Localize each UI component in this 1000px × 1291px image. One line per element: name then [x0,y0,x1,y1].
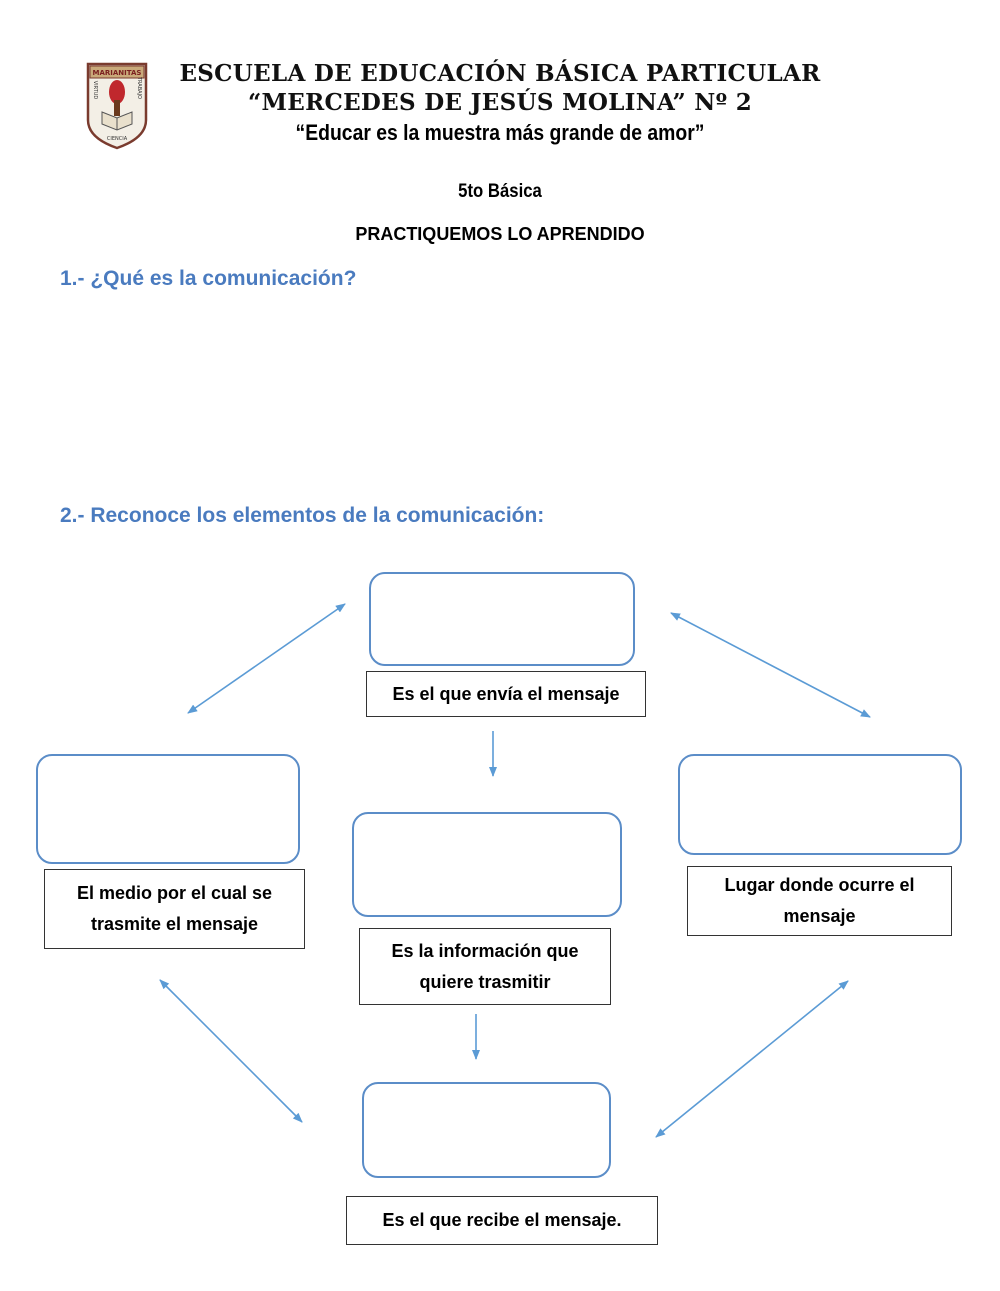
answer-box-mensaje[interactable] [352,812,622,917]
answer-box-contexto[interactable] [678,754,962,855]
logo-left-text: VIRTUD [92,81,98,100]
school-name-line2: “MERCEDES DE JESÚS MOLINA” Nº 2 [247,89,753,116]
label-emisor: Es el que envía el mensaje [366,671,646,717]
label-contexto: Lugar donde ocurre el mensaje [687,866,952,936]
answer-box-receptor[interactable] [362,1082,611,1178]
logo-right-text: TRABAJO [136,76,142,99]
worksheet-title: PRACTIQUEMOS LO APRENDIDO [355,224,645,244]
question-1: 1.- ¿Qué es la comunicación? [60,267,357,290]
arrow-canal-receptor [159,979,303,1123]
label-canal: El medio por el cual se trasmite el mens… [44,869,305,949]
grade-label: 5to Básica [458,181,542,202]
arrow-emisor-contexto [670,612,871,718]
label-mensaje: Es la información que quiere trasmitir [359,928,611,1005]
arrow-contexto-receptor [655,980,849,1138]
question-2: 2.- Reconoce los elementos de la comunic… [60,504,545,527]
label-receptor: Es el que recibe el mensaje. [346,1196,658,1245]
school-motto: “Educar es la muestra más grande de amor… [295,120,705,145]
answer-box-canal[interactable] [36,754,300,864]
logo-banner-text: MARIANITAS [93,69,142,77]
school-name-line1: ESCUELA DE EDUCACIÓN BÁSICA PARTICULAR [179,60,821,87]
arrow-emisor-canal [187,603,346,714]
answer-box-emisor[interactable] [369,572,635,666]
school-logo: MARIANITAS VIRTUD TRABAJO CIENCIA [86,62,148,150]
logo-bottom-text: CIENCIA [107,136,128,142]
